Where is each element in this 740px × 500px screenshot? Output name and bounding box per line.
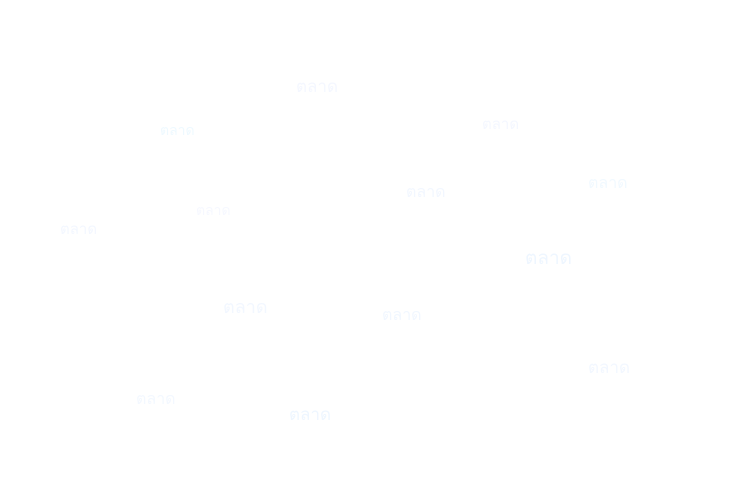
faint-word: ตลาด bbox=[588, 358, 631, 378]
faint-word: ตลาด bbox=[60, 220, 98, 238]
faint-word: ตลาด bbox=[406, 182, 446, 201]
faint-word: ตลาด bbox=[296, 77, 339, 97]
faint-word: ตลาด bbox=[289, 405, 332, 425]
faint-word: ตลาด bbox=[588, 173, 628, 192]
faint-word: ตลาด bbox=[196, 203, 231, 219]
faint-word: ตลาด bbox=[223, 297, 268, 318]
faint-word: ตลาด bbox=[382, 305, 422, 324]
faint-word: ตลาด bbox=[136, 389, 176, 408]
faint-word: ตลาด bbox=[160, 123, 195, 139]
faint-word: ตลาด bbox=[482, 115, 520, 133]
faint-word: ตลาด bbox=[525, 247, 572, 269]
